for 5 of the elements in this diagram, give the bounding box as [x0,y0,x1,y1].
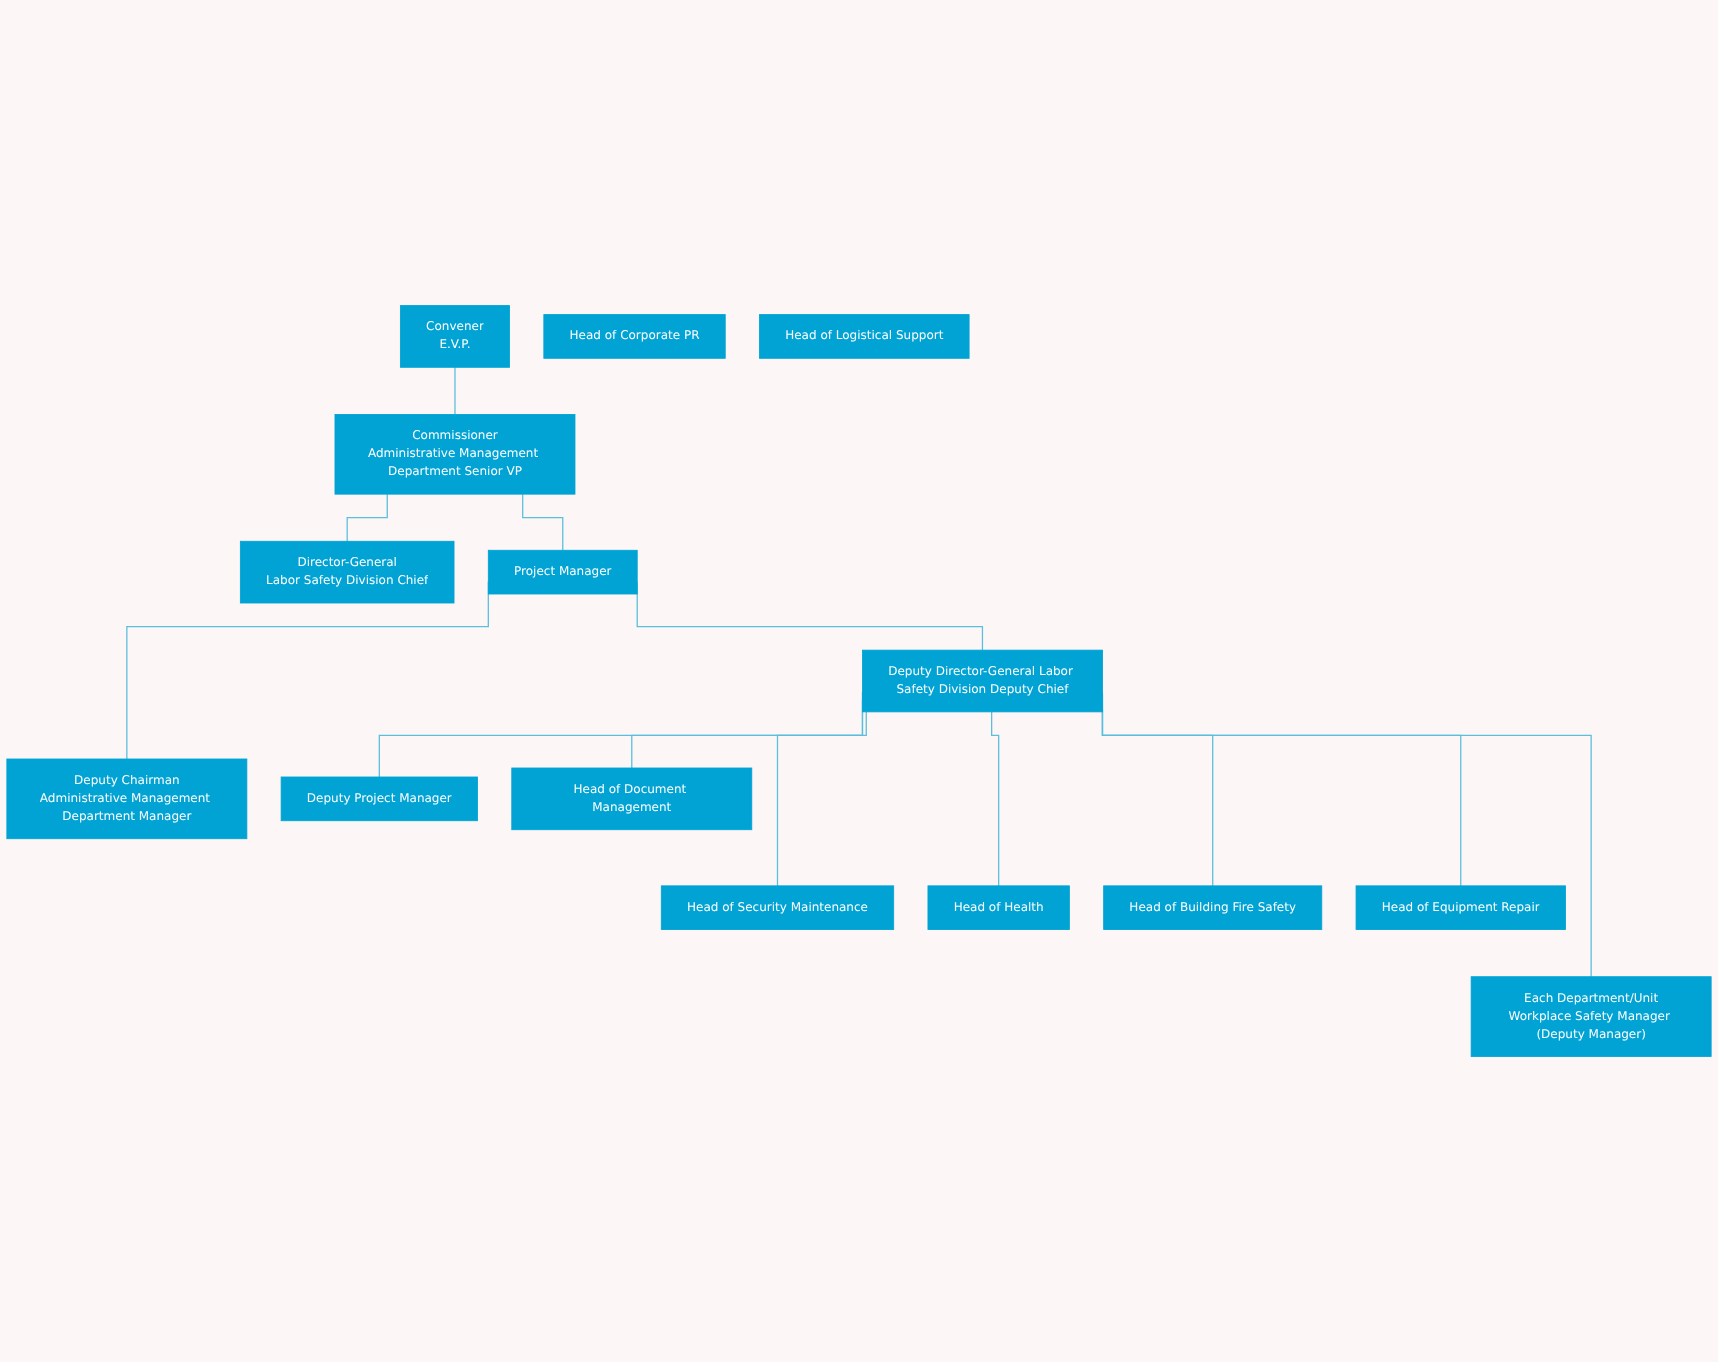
connector [991,711,1000,887]
connector [522,493,564,551]
connector [454,366,456,416]
connector [346,493,388,542]
connector [776,711,867,887]
